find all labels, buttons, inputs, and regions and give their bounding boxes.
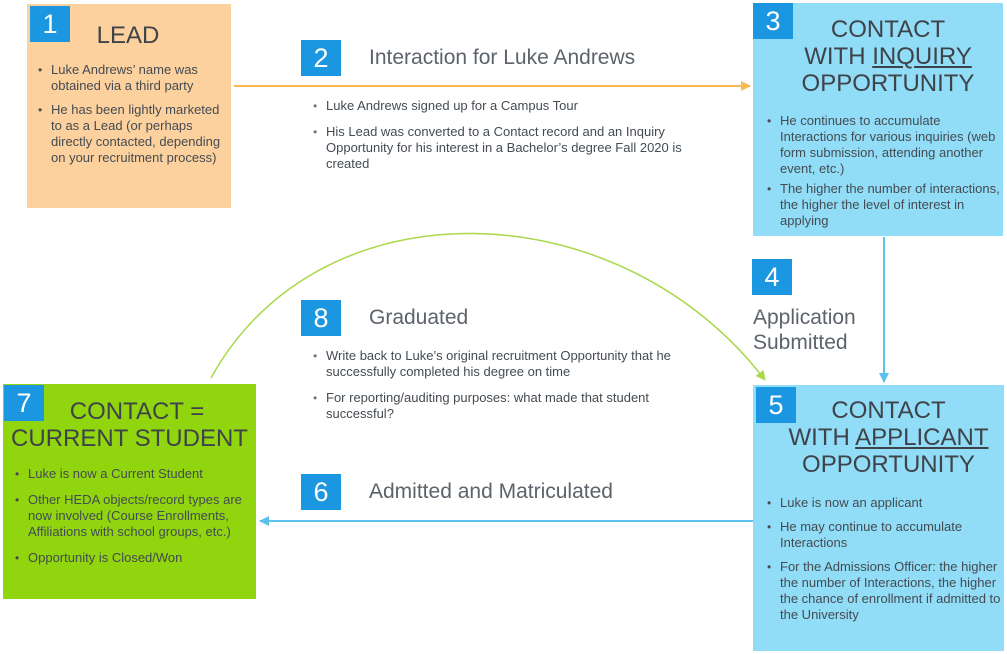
list-item: Luke Andrews signed up for a Campus Tour [309, 98, 709, 114]
interaction-title: Interaction for Luke Andrews [369, 46, 636, 69]
application-submitted-label: Application Submitted [753, 306, 856, 354]
interaction-bullets: Luke Andrews signed up for a Campus Tour… [309, 98, 709, 180]
step-1-badge: 1 [30, 6, 70, 42]
list-item: For reporting/auditing purposes: what ma… [309, 390, 689, 422]
step-6-badge: 6 [301, 474, 341, 510]
list-item: Luke is now a Current Student [11, 466, 253, 482]
list-item: For the Admissions Officer: the higher t… [763, 559, 1003, 623]
applicant-contact-title: CONTACT WITH APPLICANT OPPORTUNITY [788, 397, 989, 478]
list-item: Luke Andrews’ name was obtained via a th… [34, 62, 229, 94]
list-item: Write back to Luke’s original recruitmen… [309, 348, 689, 380]
arrow-student-to-applicant-graduated [210, 232, 766, 381]
applicant-contact-bullets: Luke is now an applicant He may continue… [763, 495, 1003, 631]
current-student-title: CONTACT = CURRENT STUDENT [11, 398, 248, 452]
admitted-title: Admitted and Matriculated [369, 480, 613, 503]
inquiry-contact-box: 3 CONTACT WITH INQUIRY OPPORTUNITY He co… [753, 3, 1003, 236]
graduated-bullets: Write back to Luke’s original recruitmen… [309, 348, 689, 430]
step-8-badge: 8 [301, 300, 341, 336]
interaction-step: 2 Interaction for Luke Andrews Luke Andr… [301, 40, 721, 180]
current-student-box: 7 CONTACT = CURRENT STUDENT Luke is now … [3, 384, 256, 599]
applicant-contact-box: 5 CONTACT WITH APPLICANT OPPORTUNITY Luk… [753, 385, 1004, 651]
step-4-badge: 4 [752, 259, 792, 295]
step-5-badge: 5 [756, 387, 796, 423]
list-item: He may continue to accumulate Interactio… [763, 519, 1003, 551]
list-item: Other HEDA objects/record types are now … [11, 492, 253, 540]
lead-box: 1 LEAD Luke Andrews’ name was obtained v… [27, 4, 231, 208]
lead-title: LEAD [96, 22, 160, 49]
lead-bullets: Luke Andrews’ name was obtained via a th… [34, 62, 229, 174]
step-2-badge: 2 [301, 40, 341, 76]
admitted-step: 6 Admitted and Matriculated [301, 474, 681, 514]
inquiry-contact-bullets: He continues to accumulate Interactions … [763, 113, 1001, 237]
inquiry-contact-title: CONTACT WITH INQUIRY OPPORTUNITY [801, 16, 975, 97]
current-student-bullets: Luke is now a Current Student Other HEDA… [11, 466, 253, 574]
step-3-badge: 3 [753, 3, 793, 39]
list-item: He has been lightly marketed to as a Lea… [34, 102, 229, 166]
graduated-step: 8 Graduated Write back to Luke’s origina… [301, 300, 701, 430]
list-item: The higher the number of interactions, t… [763, 181, 1001, 229]
list-item: He continues to accumulate Interactions … [763, 113, 1001, 177]
list-item: Luke is now an applicant [763, 495, 1003, 511]
graduated-title: Graduated [369, 306, 469, 329]
application-submitted-step: 4 Application Submitted [752, 259, 872, 359]
list-item: Opportunity is Closed/Won [11, 550, 253, 566]
step-7-badge: 7 [4, 385, 44, 421]
list-item: His Lead was converted to a Contact reco… [309, 124, 709, 172]
